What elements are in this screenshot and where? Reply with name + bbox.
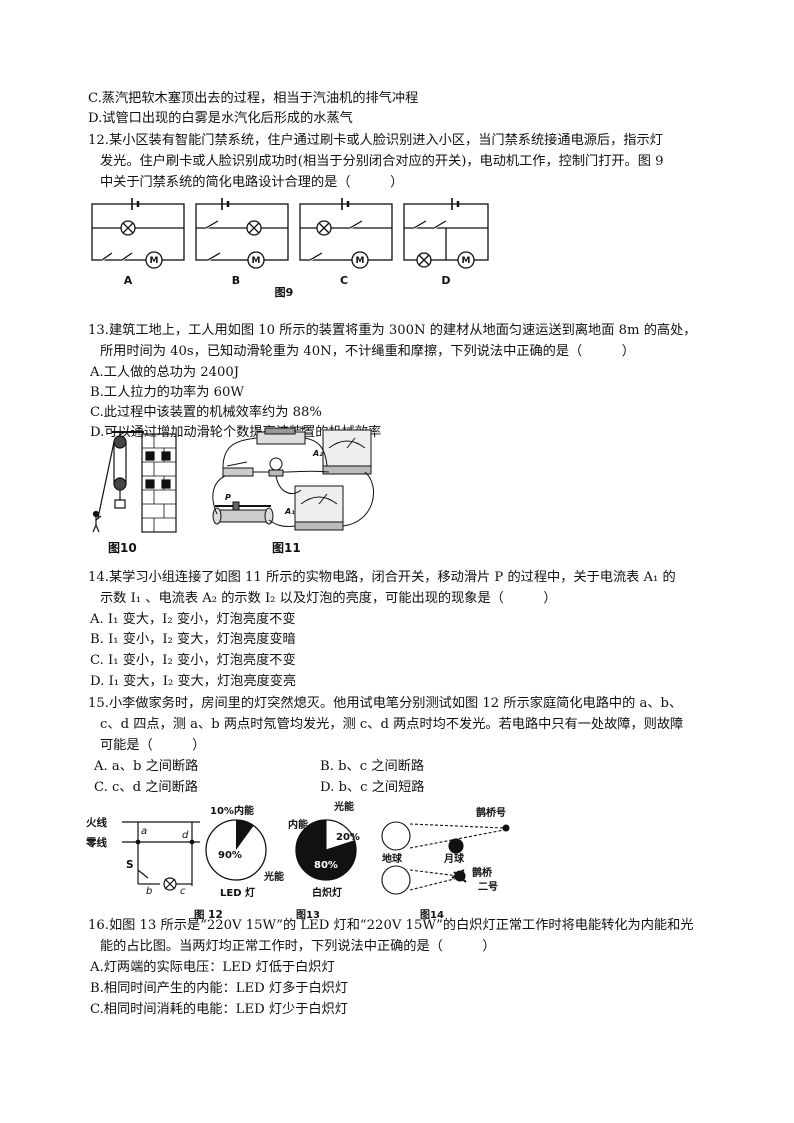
q12-stem-line2: 发光。住户刷卡或人脸识别成功时(相当于分别闭合对应的开关)，电动机工作，控制门打…: [100, 154, 664, 169]
figure-9-circuits: M M M M A B C D 图9: [91, 198, 489, 299]
figure-11-physical-circuit: A₂ A₁ P - +: [212, 426, 374, 531]
circuit-c: [299, 198, 393, 269]
figure-13-caption: 图13: [296, 909, 320, 920]
inc-inner-label: 内能: [288, 818, 308, 831]
q14-option-d: D. I₁ 变大，I₂ 变大，灯泡亮度变亮: [90, 674, 297, 689]
q15-option-d: D. b、c 之间短路: [320, 780, 425, 795]
q14-stem-line2: 示数 I₁ 、电流表 A₂ 的示数 I₂ 以及灯泡的亮度，可能出现的现象是（ ）: [100, 591, 557, 606]
motor-label-b: M: [252, 256, 261, 266]
inc-light-pct: 20%: [336, 832, 360, 843]
circuit-d: [403, 198, 489, 269]
q15-option-b: B. b、c 之间断路: [320, 759, 425, 774]
q13-option-d: D.可以通过增加动滑轮个数提高该装置的机械效率: [90, 425, 382, 440]
q12-stem-line3: 中关于门禁系统的简化电路设计合理的是（ ）: [100, 175, 404, 190]
q16-option-a: A.灯两端的实际电压：LED 灯低于白炽灯: [90, 960, 335, 975]
incandescent-pie-chart: [295, 819, 357, 881]
figure-12-caption: 图 12: [194, 909, 223, 920]
figure-10-caption: 图10: [108, 541, 137, 555]
slider-p-label: P: [225, 493, 231, 502]
point-c-label: c: [180, 886, 186, 897]
motor-label-d: M: [462, 256, 471, 266]
q15-stem-line2: c、d 四点，测 a、b 两点时氖管均发光，测 c、d 两点时均不发光。若电路中…: [100, 717, 684, 732]
point-b-label: b: [146, 886, 152, 897]
led-light-pct: 90%: [218, 850, 242, 861]
ammeter-a1-label: A₁: [284, 507, 295, 516]
neutral-wire-label: 零线: [86, 836, 107, 849]
q11-option-c: C.蒸汽把软木塞顶出去的过程，相当于汽油机的排气冲程: [88, 91, 419, 106]
queqiao2-label-line2: 二号: [478, 881, 498, 893]
figures-12-13-14: 火线 零线 S 图 12 a d b c 10% 内能 90% 光能 LED 灯…: [86, 800, 510, 920]
figure-14-caption: 图14: [420, 909, 444, 920]
earth-label: 地球: [382, 852, 403, 865]
motor-label-a: M: [150, 256, 159, 266]
q16-option-c: C.相同时间消耗的电能：LED 灯少于白炽灯: [90, 1002, 348, 1017]
q14-stem-line1: 14.某学习小组连接了如图 11 所示的实物电路，闭合开关，移动滑片 P 的过程…: [88, 570, 676, 585]
led-pie-chart: [205, 819, 267, 881]
ammeter-a2-label: A₂: [312, 449, 323, 458]
q16-option-b: B.相同时间产生的内能：LED 灯多于白炽灯: [90, 981, 349, 996]
q12-stem-line1: 12.某小区装有智能门禁系统，住户通过刷卡或人脸识别进入小区，当门禁系统接通电源…: [88, 133, 663, 148]
queqiao2-label-line1: 鹊桥: [472, 866, 493, 879]
point-a-label: a: [141, 826, 147, 837]
inc-light-label: 光能: [333, 800, 354, 813]
inc-inner-pct: 80%: [314, 860, 338, 871]
led-name: LED 灯: [220, 886, 255, 899]
figure-11-caption: 图11: [272, 541, 301, 555]
q15-option-a: A. a、b 之间断路: [94, 759, 199, 774]
q13-option-b: B.工人拉力的功率为 60W: [90, 385, 244, 400]
battery-plus-label: +: [299, 426, 306, 433]
figure-10-pulley-building: [92, 431, 177, 533]
q15-stem-line3: 可能是（ ）: [100, 738, 206, 753]
q14-option-a: A. I₁ 变大，I₂ 变小，灯泡亮度不变: [90, 612, 296, 627]
q14-option-b: B. I₁ 变小，I₂ 变大，灯泡亮度变暗: [90, 632, 296, 647]
figure-12-home-circuit: [122, 821, 200, 891]
point-d-label: d: [182, 830, 189, 841]
q16-stem-line2: 能的占比图。当两灯均正常工作时，下列说法中正确的是（ ）: [100, 939, 496, 954]
led-light-label: 光能: [263, 870, 284, 883]
circuit-label-d: D: [441, 274, 450, 287]
led-inner-label: 内能: [234, 804, 254, 817]
circuit-label-a: A: [124, 274, 133, 287]
q13-option-c: C.此过程中该装置的机械效率约为 88%: [90, 405, 322, 420]
circuit-label-c: C: [340, 274, 348, 287]
moon-label: 月球: [443, 852, 465, 865]
queqiao-label: 鹊桥号: [476, 806, 506, 819]
q14-option-c: C. I₁ 变小，I₂ 变小，灯泡亮度不变: [90, 653, 296, 668]
motor-label-c: M: [356, 256, 365, 266]
battery-minus-label: -: [255, 426, 258, 432]
q15-stem-line1: 15.小李做家务时，房间里的灯突然熄灭。他用试电笔分别测试如图 12 所示家庭简…: [88, 696, 683, 711]
circuit-label-b: B: [232, 274, 240, 287]
q13-option-a: A.工人做的总功为 2400J: [90, 365, 240, 380]
q16-stem-line1: 16.如图 13 所示是“220V 15W”的 LED 灯和“220V 15W”…: [88, 918, 694, 933]
fire-wire-label: 火线: [86, 816, 107, 829]
q13-stem-line1: 13.建筑工地上，工人用如图 10 所示的装置将重为 300N 的建材从地面匀速…: [88, 323, 697, 338]
led-inner-pct: 10%: [210, 806, 234, 817]
q13-stem-line2: 所用时间为 40s，已知动滑轮重为 40N，不计绳重和摩擦，下列说法中正确的是（…: [100, 344, 635, 359]
inc-name: 白炽灯: [312, 886, 342, 899]
q15-option-c: C. c、d 之间断路: [94, 780, 198, 795]
circuit-a: [91, 198, 185, 269]
switch-s-label: S: [126, 859, 134, 871]
figure-14-relay-satellites: [381, 821, 510, 895]
figure-9-caption: 图9: [275, 286, 294, 299]
circuit-b: [195, 198, 289, 269]
q11-option-d: D.试管口出现的白雾是水汽化后形成的水蒸气: [88, 111, 353, 126]
